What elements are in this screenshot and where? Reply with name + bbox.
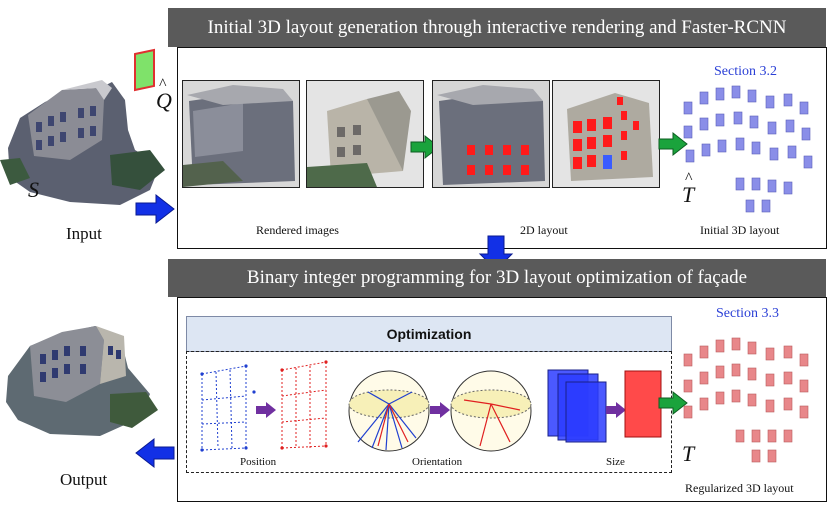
symbol-s: S: [28, 177, 39, 203]
symbol-q-hat: Q: [156, 88, 172, 114]
arrow-detect-to-3d: [658, 131, 688, 157]
input-building-image: [0, 80, 165, 205]
caption-regularized-3d-layout: Regularized 3D layout: [685, 481, 794, 495]
layout2d-image-2: [552, 80, 660, 188]
top-banner: Initial 3D layout generation through int…: [168, 8, 826, 47]
caption-orientation: Orientation: [412, 456, 463, 468]
size-rects-before: [547, 369, 607, 443]
regularized-3d-layout: [683, 337, 809, 463]
symbol-q-hat-mark: ^: [159, 76, 167, 93]
rendered-image-2: [306, 80, 424, 188]
orientation-sphere-before: [348, 370, 430, 452]
size-rect-after: [624, 370, 662, 438]
position-grid-after: [280, 360, 328, 450]
output-building-image: [6, 326, 158, 436]
arrow-input-to-panel: [135, 193, 175, 225]
arrow-to-regularized: [658, 390, 688, 416]
symbol-t-hat-mark: ^: [685, 170, 693, 187]
rendered-image-1: [182, 80, 300, 188]
optimization-title: Optimization: [386, 326, 472, 342]
caption-2d-layout: 2D layout: [520, 223, 568, 237]
caption-position: Position: [240, 456, 277, 468]
orientation-sphere-after: [450, 370, 532, 452]
symbol-s-text: S: [28, 177, 39, 202]
symbol-t-hat: T: [682, 182, 694, 208]
input-label: Input: [66, 224, 102, 243]
section-3-3-label: Section 3.3: [716, 306, 779, 321]
caption-rendered-images: Rendered images: [256, 223, 339, 237]
arrow-panel-to-output: [135, 437, 175, 469]
bottom-banner-text: Binary integer programming for 3D layout…: [246, 267, 748, 288]
arrow-orientation: [430, 402, 450, 418]
section-3-2-label: Section 3.2: [714, 64, 777, 79]
symbol-q-text: Q: [156, 88, 172, 113]
caption-size: Size: [606, 456, 625, 468]
optimization-header: Optimization: [186, 316, 672, 352]
symbol-t-hat-text: T: [682, 182, 695, 207]
layout2d-image-1: [432, 80, 550, 188]
symbol-t: T: [682, 441, 694, 467]
output-label: Output: [60, 470, 108, 489]
position-grid-before: [200, 364, 256, 452]
arrow-position: [256, 402, 276, 418]
top-banner-text: Initial 3D layout generation through int…: [207, 16, 787, 38]
caption-initial-3d-layout: Initial 3D layout: [700, 223, 780, 237]
query-window-icon: [134, 48, 155, 92]
arrow-size: [606, 402, 626, 418]
optimization-region: [186, 351, 672, 473]
initial-3d-layout: [683, 85, 813, 213]
bottom-banner: Binary integer programming for 3D layout…: [168, 259, 826, 297]
symbol-t-text: T: [682, 441, 695, 466]
